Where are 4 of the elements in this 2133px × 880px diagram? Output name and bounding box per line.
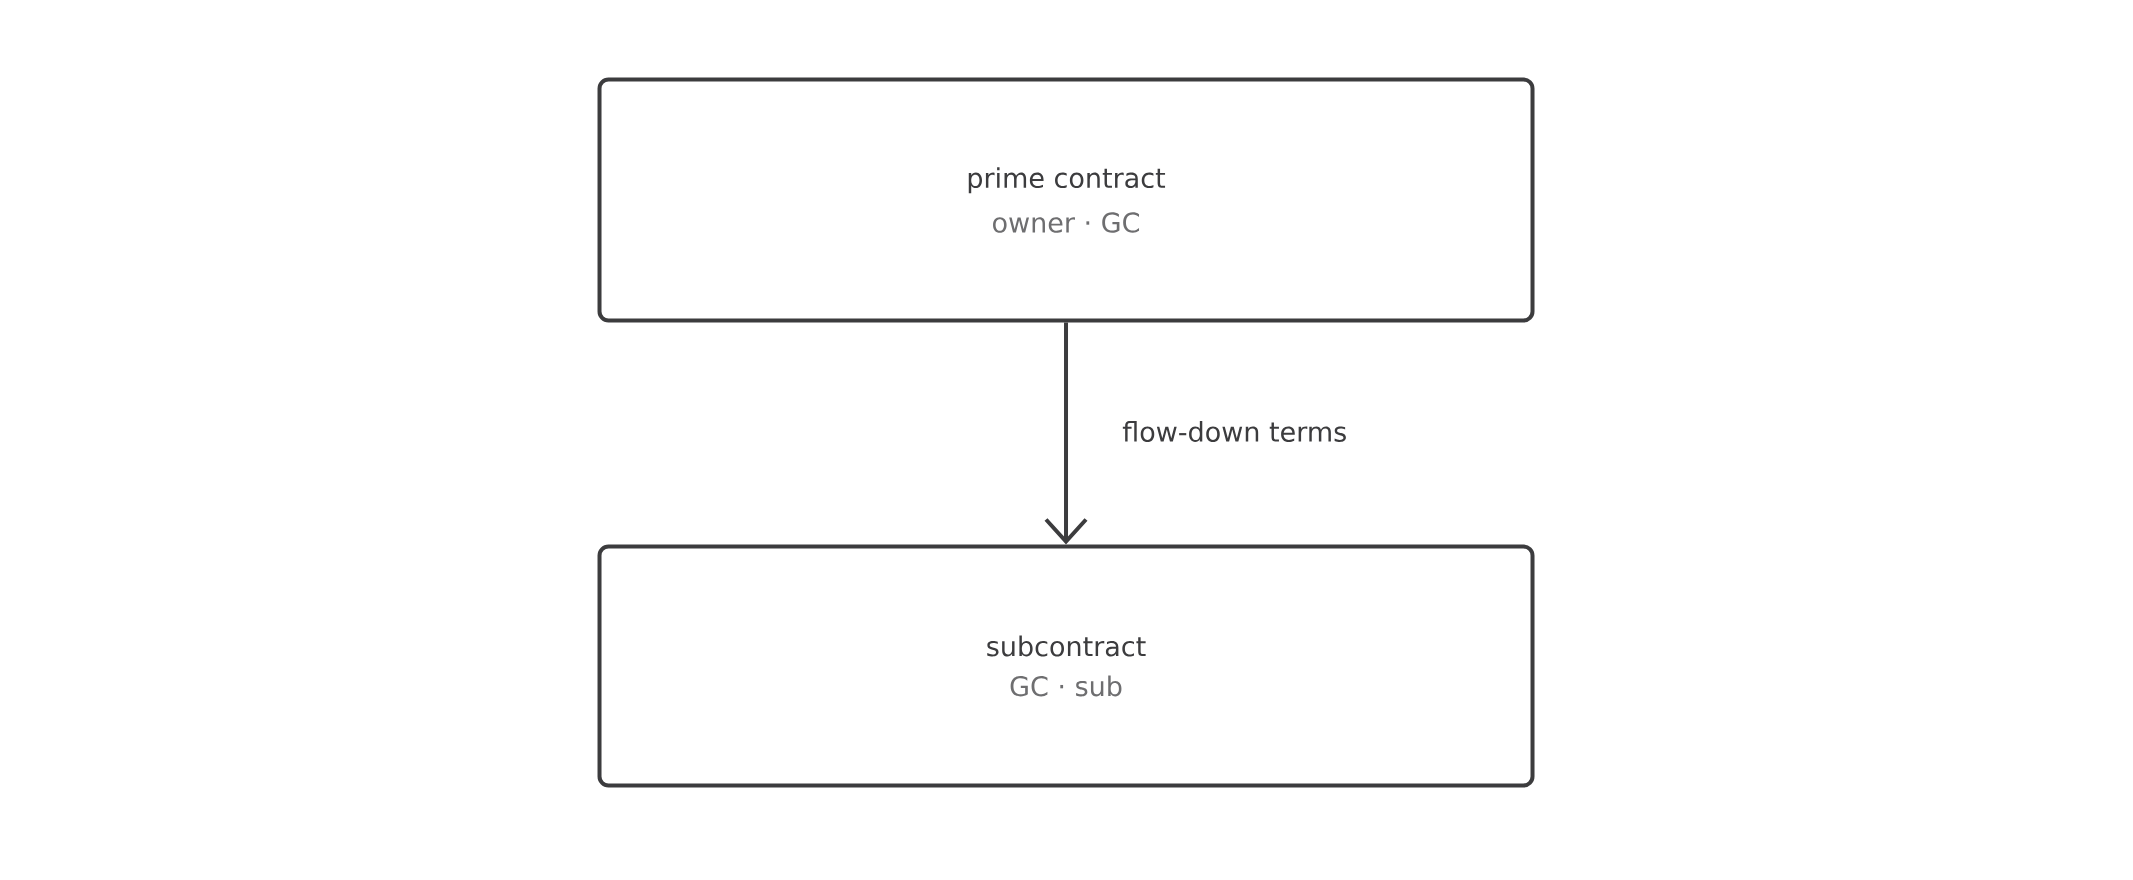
contract-box: prime contract owner · GC: [597, 77, 1535, 323]
edge-label: flow-down terms: [1120, 419, 1350, 444]
contract-box: subcontract GC · sub: [597, 544, 1535, 788]
arrow: [1044, 322, 1088, 545]
